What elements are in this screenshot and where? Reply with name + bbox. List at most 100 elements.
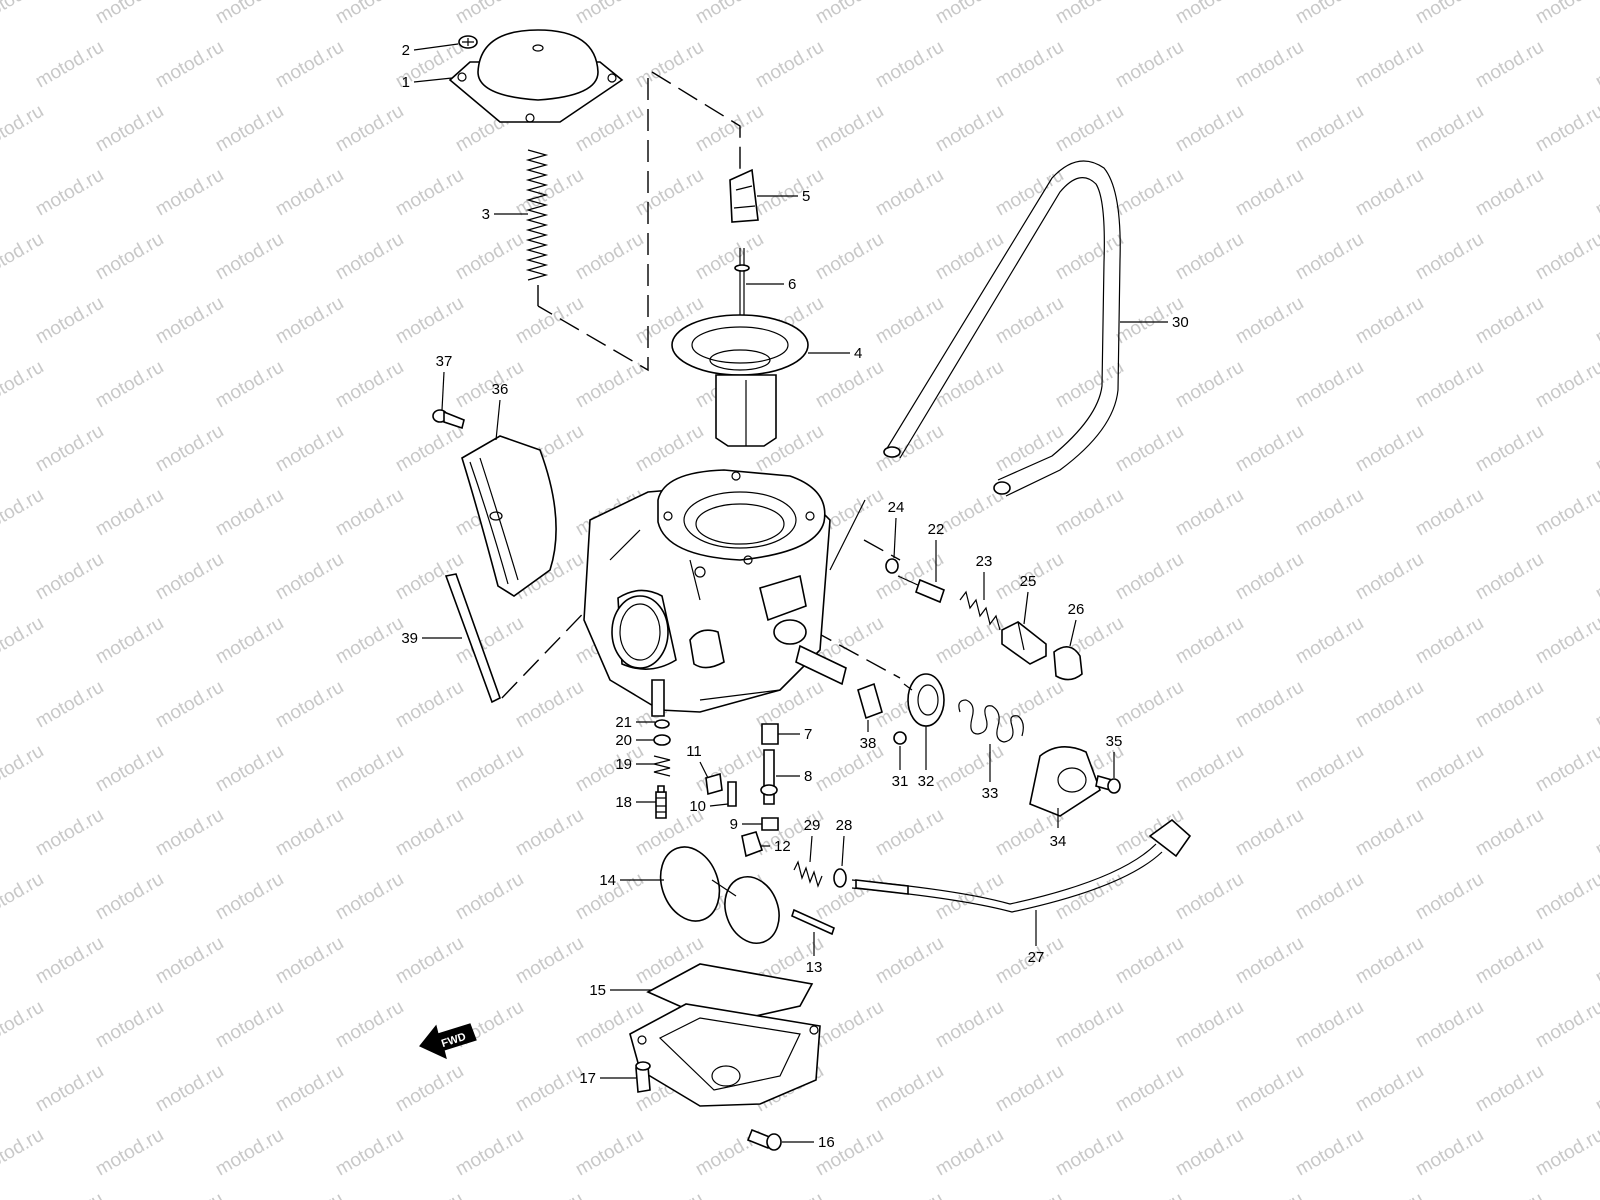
watermark-text: motod.ru [452,869,527,925]
svg-text:37: 37 [436,353,453,370]
watermark-text: motod.ru [1472,165,1547,221]
watermark-text: motod.ru [992,421,1067,477]
fwd-arrow: FWD [419,1023,477,1060]
callout-39: 39 [401,630,462,647]
svg-text:6: 6 [788,276,796,293]
svg-text:26: 26 [1068,601,1085,618]
watermark-text: motod.ru [272,549,347,605]
watermark-text: motod.ru [92,869,167,925]
part-chamber-screw [746,1128,782,1151]
watermark-text: motod.ru [1592,421,1600,477]
part-rod [444,573,501,704]
part-top-cover [448,29,624,123]
watermark-text: motod.ru [212,101,287,157]
callout-28: 28 [836,817,852,867]
watermark-text: motod.ru [1232,293,1307,349]
part-main-jet [761,817,779,831]
watermark-text: motod.ru [692,229,767,285]
watermark-text: motod.ru [752,1189,827,1200]
part-diaphragm-cover [1029,746,1101,817]
watermark-text: motod.ru [992,1189,1067,1200]
watermark-text: motod.ru [212,741,287,797]
watermark-text: motod.ru [1292,1125,1367,1181]
svg-text:19: 19 [615,756,632,773]
watermark-text: motod.ru [752,165,827,221]
watermark-text: motod.ru [1412,229,1487,285]
watermark-text: motod.ru [1532,485,1600,541]
part-washer-28 [833,868,847,888]
watermark-text: motod.ru [1412,613,1487,669]
watermark-text: motod.ru [212,0,287,28]
watermark-text: motod.ru [1172,101,1247,157]
callout-25: 25 [1020,573,1036,625]
part-oring-24 [885,558,899,574]
callout-19: 19 [615,756,654,773]
svg-text:23: 23 [976,553,993,570]
watermark-text: motod.ru [1592,1061,1600,1117]
watermark-text: motod.ru [332,0,407,28]
watermark-text: motod.ru [1352,1189,1427,1200]
watermark-text: motod.ru [992,677,1067,733]
watermark-text: motod.ru [152,1189,227,1200]
svg-text:36: 36 [492,381,509,398]
watermark-text: motod.ru [332,229,407,285]
watermark-text: motod.ru [1532,613,1600,669]
callout-15: 15 [589,982,652,999]
watermark-text: motod.ru [32,933,107,989]
part-screw-35 [1095,774,1121,794]
watermark-text: motod.ru [1532,741,1600,797]
svg-text:38: 38 [860,735,877,752]
watermark-text: motod.ru [272,933,347,989]
watermark-text: motod.ru [932,869,1007,925]
watermark-text: motod.ru [32,805,107,861]
watermark-text: motod.ru [392,1189,467,1200]
watermark-text: motod.ru [392,165,467,221]
watermark-text: motod.ru [1112,37,1187,93]
watermark-text: motod.ru [152,421,227,477]
watermark-text: motod.ru [1532,229,1600,285]
watermark-text: motod.ru [1112,677,1187,733]
watermark-text: motod.ru [1112,165,1187,221]
part-plug [705,772,723,796]
svg-text:9: 9 [730,816,738,833]
svg-text:35: 35 [1106,733,1123,750]
watermark-text: motod.ru [812,101,887,157]
watermark-text: motod.ru [992,165,1067,221]
svg-text:12: 12 [774,838,791,855]
watermark-text: motod.ru [212,613,287,669]
callout-16: 16 [782,1134,835,1151]
watermark-text: motod.ru [1292,0,1367,28]
watermark-text: motod.ru [0,485,47,541]
part-spring-23 [959,590,1001,631]
part-side-cover-screw [432,409,465,430]
watermark-text: motod.ru [1592,165,1600,221]
watermark-text: motod.ru [1172,741,1247,797]
watermark-text: motod.ru [1292,101,1367,157]
watermark-text: motod.ru [512,677,587,733]
watermark-text: motod.ru [812,997,887,1053]
watermark-text: motod.ru [1472,293,1547,349]
watermark-text: motod.ru [452,357,527,413]
watermark-text: motod.ru [932,613,1007,669]
watermark-text: motod.ru [272,421,347,477]
watermark-text: motod.ru [572,357,647,413]
watermark-text: motod.ru [0,997,47,1053]
svg-text:1: 1 [402,74,410,91]
svg-text:3: 3 [482,206,490,223]
watermark-text: motod.ru [272,293,347,349]
callout-38: 38 [860,720,877,752]
part-drain-screw [635,1061,651,1093]
part-vent-hose [829,160,1121,571]
watermark-text: motod.ru [1292,485,1367,541]
watermark-text: motod.ru [1532,0,1600,28]
watermark-text: motod.ru [1412,997,1487,1053]
watermark-text: motod.ru [1532,1125,1600,1181]
watermark-text: motod.ru [1172,485,1247,541]
watermark-text: motod.ru [1172,613,1247,669]
callout-30: 30 [1120,314,1189,331]
watermark-text: motod.ru [212,357,287,413]
part-cover-screw [458,35,478,49]
watermark-text: motod.ru [512,1061,587,1117]
watermark-text: motod.ru [0,0,47,28]
part-carburetor-body [583,469,847,717]
